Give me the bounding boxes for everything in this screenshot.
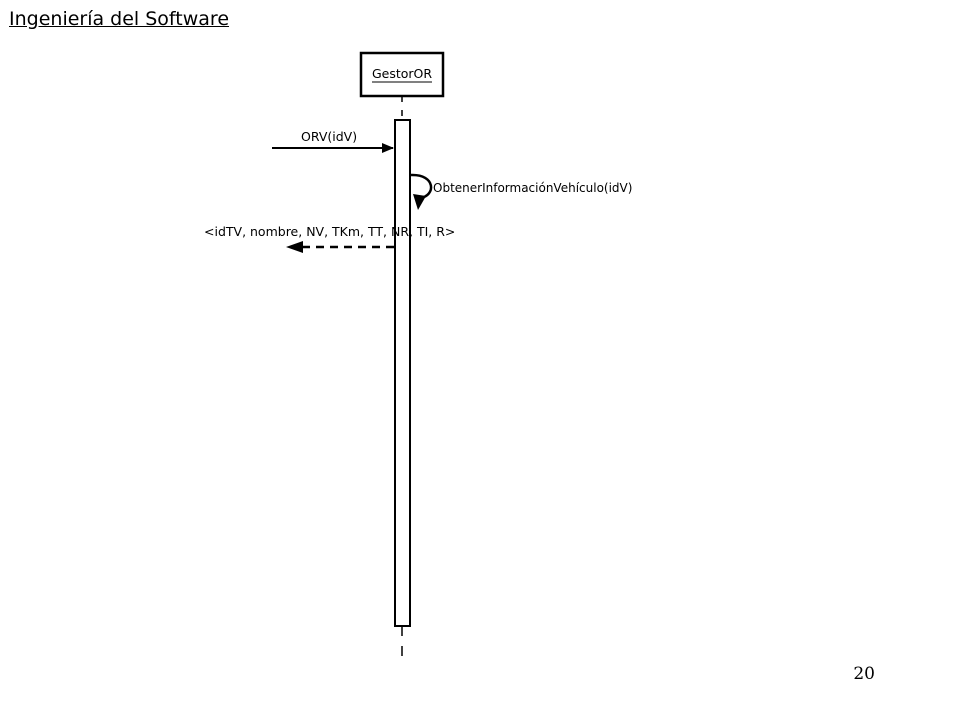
message-obtener-informacion: ObtenerInformaciónVehículo(idV) (410, 173, 632, 210)
activation-bar (394, 119, 411, 627)
return-label: <idTV, nombre, NV, TKm, TT, NR, TI, R> (204, 224, 455, 239)
message-orv-label: ORV(idV) (301, 129, 357, 144)
page-title: Ingeniería del Software (9, 8, 230, 30)
lifeline-gestoror: GestorOR (359, 51, 445, 98)
self-call-arrowhead (413, 194, 426, 210)
return-arrowhead (286, 241, 303, 253)
message-orv: ORV(idV) (272, 129, 394, 153)
self-call-label: ObtenerInformaciónVehículo(idV) (433, 181, 632, 195)
page-number: 20 (853, 664, 875, 684)
lifeline-label: GestorOR (372, 66, 432, 81)
message-return: <idTV, nombre, NV, TKm, TT, NR, TI, R> (204, 224, 455, 253)
lifeline-box (359, 51, 445, 98)
